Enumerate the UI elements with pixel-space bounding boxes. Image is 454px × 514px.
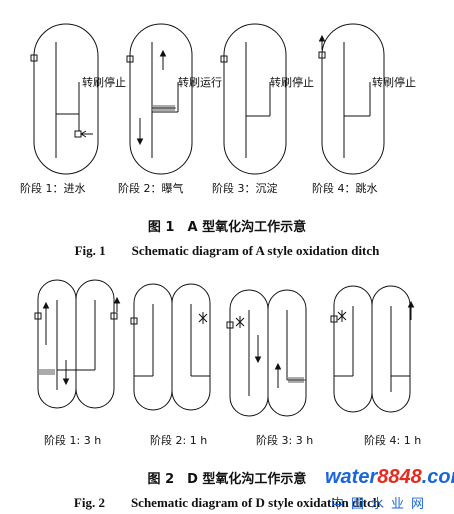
fig1-label-2: 转刷运行 [178,76,222,89]
watermark-part1: water [325,466,378,488]
fig2-stage-4: 阶段 4: 1 h [364,434,422,447]
watermark-part2: 8848 [377,466,422,488]
fig1-ditch-stage1 [30,23,99,175]
watermark-title: water8848.com [325,466,454,489]
fig1-ditch-stage3 [220,23,287,175]
fig1-caption-cn: 图 1 A 型氧化沟工作示意 [147,220,307,235]
fig2-rotor-2 [198,312,208,324]
fig2-stage-1: 阶段 1: 3 h [44,434,102,447]
fig2-arrow-3a [254,335,262,364]
fig2-ditch-stage2 [130,283,211,411]
fig2-brush-3 [287,377,306,383]
fig2-ditch-stage4 [330,285,415,413]
fig1-ditch-stage2 [126,23,193,175]
fig1-label-3: 转刷停止 [270,76,314,89]
watermark-part3: .com [421,466,454,488]
fig1-stage-3: 阶段 3：沉淀 [212,182,278,195]
watermark-subtitle: 中国水业网 [331,497,432,512]
fig1-stage-2: 阶段 2：曝气 [118,182,184,195]
fig1-rotary-brush [152,105,176,111]
fig2-caption-cn: 图 2 D 型氧化沟工作示意 [147,472,307,487]
fig2-ditch-stage1 [34,279,121,409]
fig2-arrow-3b [274,362,282,388]
fig2-brush-1 [39,369,55,375]
fig2-rotor-4 [337,310,347,322]
fig1-outflow-arrow [318,34,326,50]
fig2-stage-3: 阶段 3: 3 h [256,434,314,447]
fig1-stage-4: 阶段 4：跳水 [312,182,378,195]
fig2-arrow-1b [62,360,70,386]
fig1-flow-arrow-up [159,49,167,70]
fig2-stage-2: 阶段 2: 1 h [150,434,208,447]
fig2-arrow-4 [407,300,415,320]
fig2-arrow-1c [113,296,121,312]
watermark-logo: water8848.com 中国水业网 [325,466,454,512]
fig1-stage-1: 阶段 1：进水 [20,182,86,195]
fig2-caption-en: Fig. 2 Schematic diagram of D style oxid… [73,495,381,510]
fig1-label-1: 转刷停止 [82,76,126,89]
fig1-inflow-arrow [80,130,93,138]
fig2-arrow-1a [42,301,50,345]
fig1-caption-en: Fig. 1 Schematic diagram of A style oxid… [74,243,380,258]
fig2-rotor-3 [235,316,245,328]
fig1-flow-arrow-down [136,118,144,146]
fig2-ditch-stage3 [226,289,307,417]
fig1-ditch-stage4 [318,23,385,175]
fig1-label-4: 转刷停止 [372,76,416,89]
